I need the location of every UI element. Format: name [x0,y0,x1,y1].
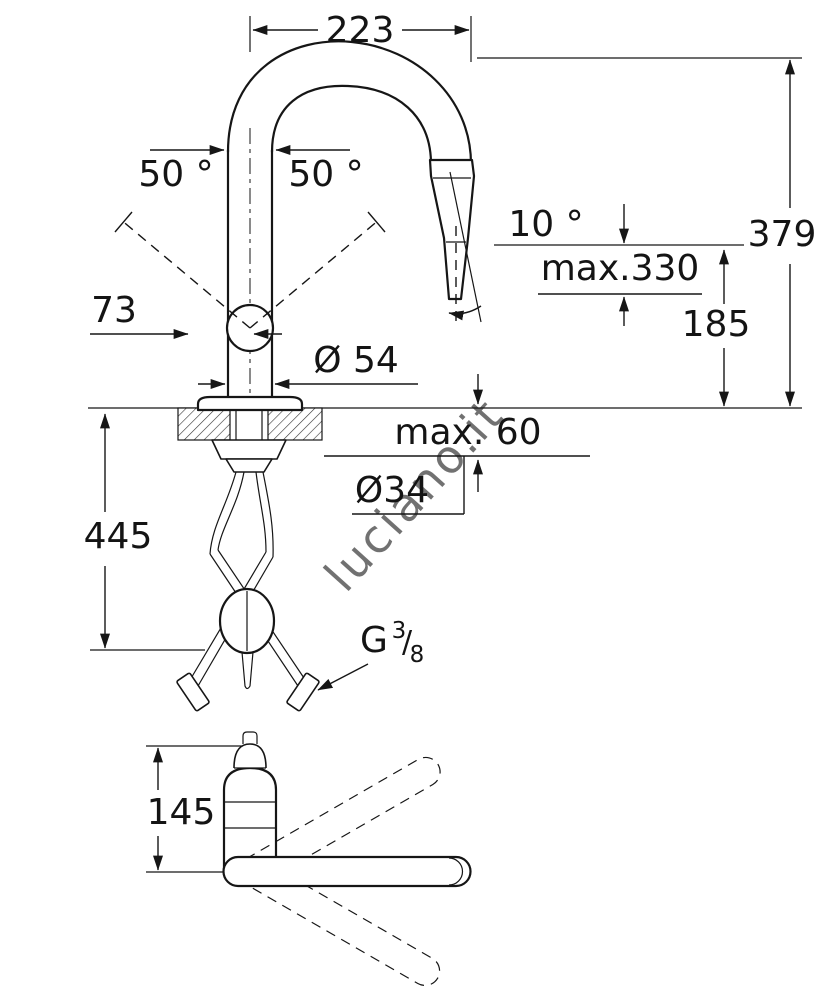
fitting-body [176,672,210,712]
dim-diameter-34: Ø34 [352,456,465,515]
thread-label-numerator: 3 [392,618,407,644]
base-top-dome [233,743,267,769]
dim-73: 73 [90,290,282,339]
swivel-arm-dashed-up [245,756,441,885]
dim-label-max330: max.330 [541,248,700,289]
dim-label-145: 145 [147,792,216,833]
dim-label-d54: Ø 54 [313,340,399,381]
hose-flex-line [262,471,274,558]
dim-223: 223 [249,10,472,62]
hose-tail [241,651,254,690]
base-flange [196,395,304,412]
arm-end-detail [448,857,464,886]
dim-label-185: 185 [682,304,751,345]
dim-max-60: max. 60 [324,374,590,492]
swivel-end-tick-right [367,211,386,233]
thread-spec: G 3 / 8 [317,618,425,691]
dim-185: 185 [682,249,751,407]
dim-max-330: max.330 [538,204,702,326]
dim-label-50-left: 50 ° [138,154,213,195]
thread-label-g: G [360,620,388,661]
leader-arrow [317,663,369,691]
hose-flex-line [209,471,237,555]
base-top-stub [242,731,258,744]
arm-outline-dashed [245,858,441,986]
dim-label-379: 379 [748,214,817,255]
swivel-dimension: 50 ° 50 ° [114,145,386,329]
spout-outer-curve [226,40,473,172]
faucet-front-view [196,40,476,412]
dim-diameter-54: Ø 54 [198,340,418,389]
hose-fitting-left [176,672,210,712]
deck-hatch-right [267,407,323,441]
mounting-section [177,407,323,473]
dim-label-d34: Ø34 [355,470,429,511]
dim-label-73: 73 [91,290,137,331]
spray-head [428,158,476,301]
spray-angle-dimension: 10 ° [448,171,744,324]
mounting-nut [211,439,287,460]
angle-arc [448,305,482,321]
hose-flex-line [217,471,245,551]
swivel-arm-dashed-down [245,858,441,986]
deck-hatch-left [177,407,231,441]
bottom-view: 145 [146,731,472,986]
arm-outline-dashed [245,756,441,885]
dim-label-445: 445 [84,516,153,557]
mounting-washer [225,458,273,473]
dim-label-50-right: 50 ° [288,154,363,195]
dim-label-223: 223 [326,10,395,51]
swivel-end-tick-left [114,211,133,233]
dim-379: 379 [477,57,817,407]
hose-flex-line [255,471,267,553]
spout-inner-curve [270,84,433,164]
dim-445: 445 [84,413,205,651]
hose-assembly [176,471,320,712]
fitting-body [286,672,320,712]
swivel-range-dash-left [119,218,251,329]
thread-label-denominator: 8 [410,642,425,668]
dim-label-10: 10 ° [508,204,583,245]
swivel-range-dash-right [249,218,381,329]
spray-axis-line [449,171,482,323]
thread-label-slash: / [402,625,413,660]
hose-fitting-right [286,672,320,712]
dim-label-max60: max. 60 [394,412,541,453]
swivel-arm-solid [222,855,472,888]
